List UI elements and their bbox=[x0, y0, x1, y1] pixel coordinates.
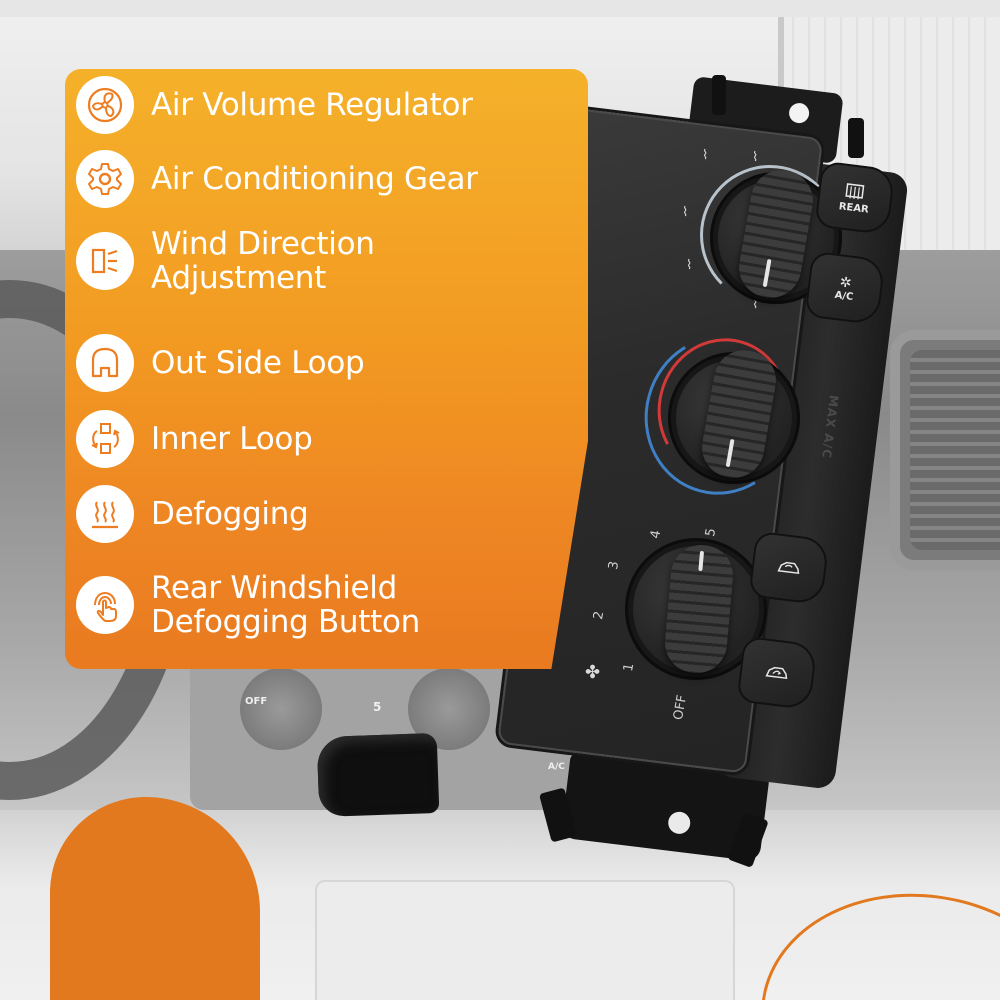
light-beam-icon bbox=[91, 248, 118, 274]
arch-loop-icon bbox=[91, 347, 119, 378]
fan-icon bbox=[87, 87, 123, 123]
background-air-vent bbox=[890, 330, 1000, 570]
feature-label: Defogging bbox=[151, 496, 309, 532]
feature-label: Out Side Loop bbox=[151, 345, 365, 381]
defrost-floor-mode-icon: ⌇ bbox=[702, 148, 709, 163]
touch-press-icon bbox=[94, 591, 117, 622]
recirculation-car-icon bbox=[765, 666, 788, 680]
background-glovebox bbox=[315, 880, 735, 1000]
mounting-clip bbox=[848, 118, 864, 158]
mounting-clip bbox=[712, 75, 726, 115]
recirculate-icon bbox=[91, 423, 120, 454]
snowflake-icon: ✲ bbox=[838, 273, 853, 292]
gear-icon bbox=[88, 163, 122, 195]
spare-knob-cap bbox=[316, 732, 440, 818]
feature-icon-badge bbox=[76, 576, 134, 634]
feature-icon-badge bbox=[76, 76, 134, 134]
feature-label: Wind Direction Adjustment bbox=[151, 226, 375, 296]
defrost-mode-icon: ⌇ bbox=[752, 150, 759, 165]
feature-defogging: Defogging bbox=[76, 485, 309, 543]
ac-button-label: A/C bbox=[834, 289, 854, 303]
feature-air-volume-regulator: Air Volume Regulator bbox=[76, 76, 473, 134]
decorative-orange-blob bbox=[50, 797, 260, 1000]
mounting-hole bbox=[787, 101, 811, 125]
fan-icon: ✤ bbox=[585, 662, 601, 683]
feature-rear-windshield-defogging-button: Rear Windshield Defogging Button bbox=[76, 571, 420, 639]
feature-icon-badge bbox=[76, 485, 134, 543]
background-ac-label: A/C bbox=[548, 762, 565, 772]
feature-inner-loop: Inner Loop bbox=[76, 410, 313, 468]
vent-mode-icon: ⌇ bbox=[752, 297, 759, 312]
feature-icon-badge bbox=[76, 232, 134, 290]
rear-button-label: REAR bbox=[838, 200, 870, 216]
outside-air-button[interactable] bbox=[748, 530, 830, 606]
features-list: Air Volume Regulator Air Conditioning Ge… bbox=[65, 69, 588, 669]
background-speed-5-label: 5 bbox=[373, 700, 382, 714]
background-top-strip bbox=[0, 0, 1000, 17]
feature-out-side-loop: Out Side Loop bbox=[76, 334, 365, 392]
knob-indicator-line bbox=[698, 550, 705, 572]
feature-label: Inner Loop bbox=[151, 421, 313, 457]
feature-icon-badge bbox=[76, 410, 134, 468]
rear-defrost-icon bbox=[845, 182, 865, 199]
rear-defog-button[interactable]: REAR bbox=[814, 160, 896, 236]
recirculation-button[interactable] bbox=[736, 635, 818, 711]
features-panel bbox=[65, 69, 588, 669]
knob-indicator-line bbox=[762, 258, 772, 288]
feature-wind-direction-adjustment: Wind Direction Adjustment bbox=[76, 227, 375, 295]
feature-label: Air Volume Regulator bbox=[151, 87, 473, 123]
feature-icon-badge bbox=[76, 334, 134, 392]
mounting-hole bbox=[666, 810, 692, 836]
mode-dial-arc bbox=[700, 165, 840, 305]
feature-air-conditioning-gear: Air Conditioning Gear bbox=[76, 150, 478, 208]
feature-label: Rear Windshield Defogging Button bbox=[151, 570, 421, 640]
bi-level-mode-icon: ⌇ bbox=[682, 205, 689, 220]
floor-mode-icon: ⌇ bbox=[686, 258, 693, 273]
background-off-label: OFF bbox=[245, 696, 268, 707]
ac-button[interactable]: ✲ A/C bbox=[804, 250, 886, 326]
feature-icon-badge bbox=[76, 150, 134, 208]
knob-indicator-line bbox=[725, 438, 735, 468]
feature-label: Air Conditioning Gear bbox=[151, 161, 478, 197]
background-fan-knob bbox=[240, 668, 322, 750]
heat-waves-icon bbox=[92, 501, 118, 529]
outside-air-car-icon bbox=[777, 561, 800, 575]
